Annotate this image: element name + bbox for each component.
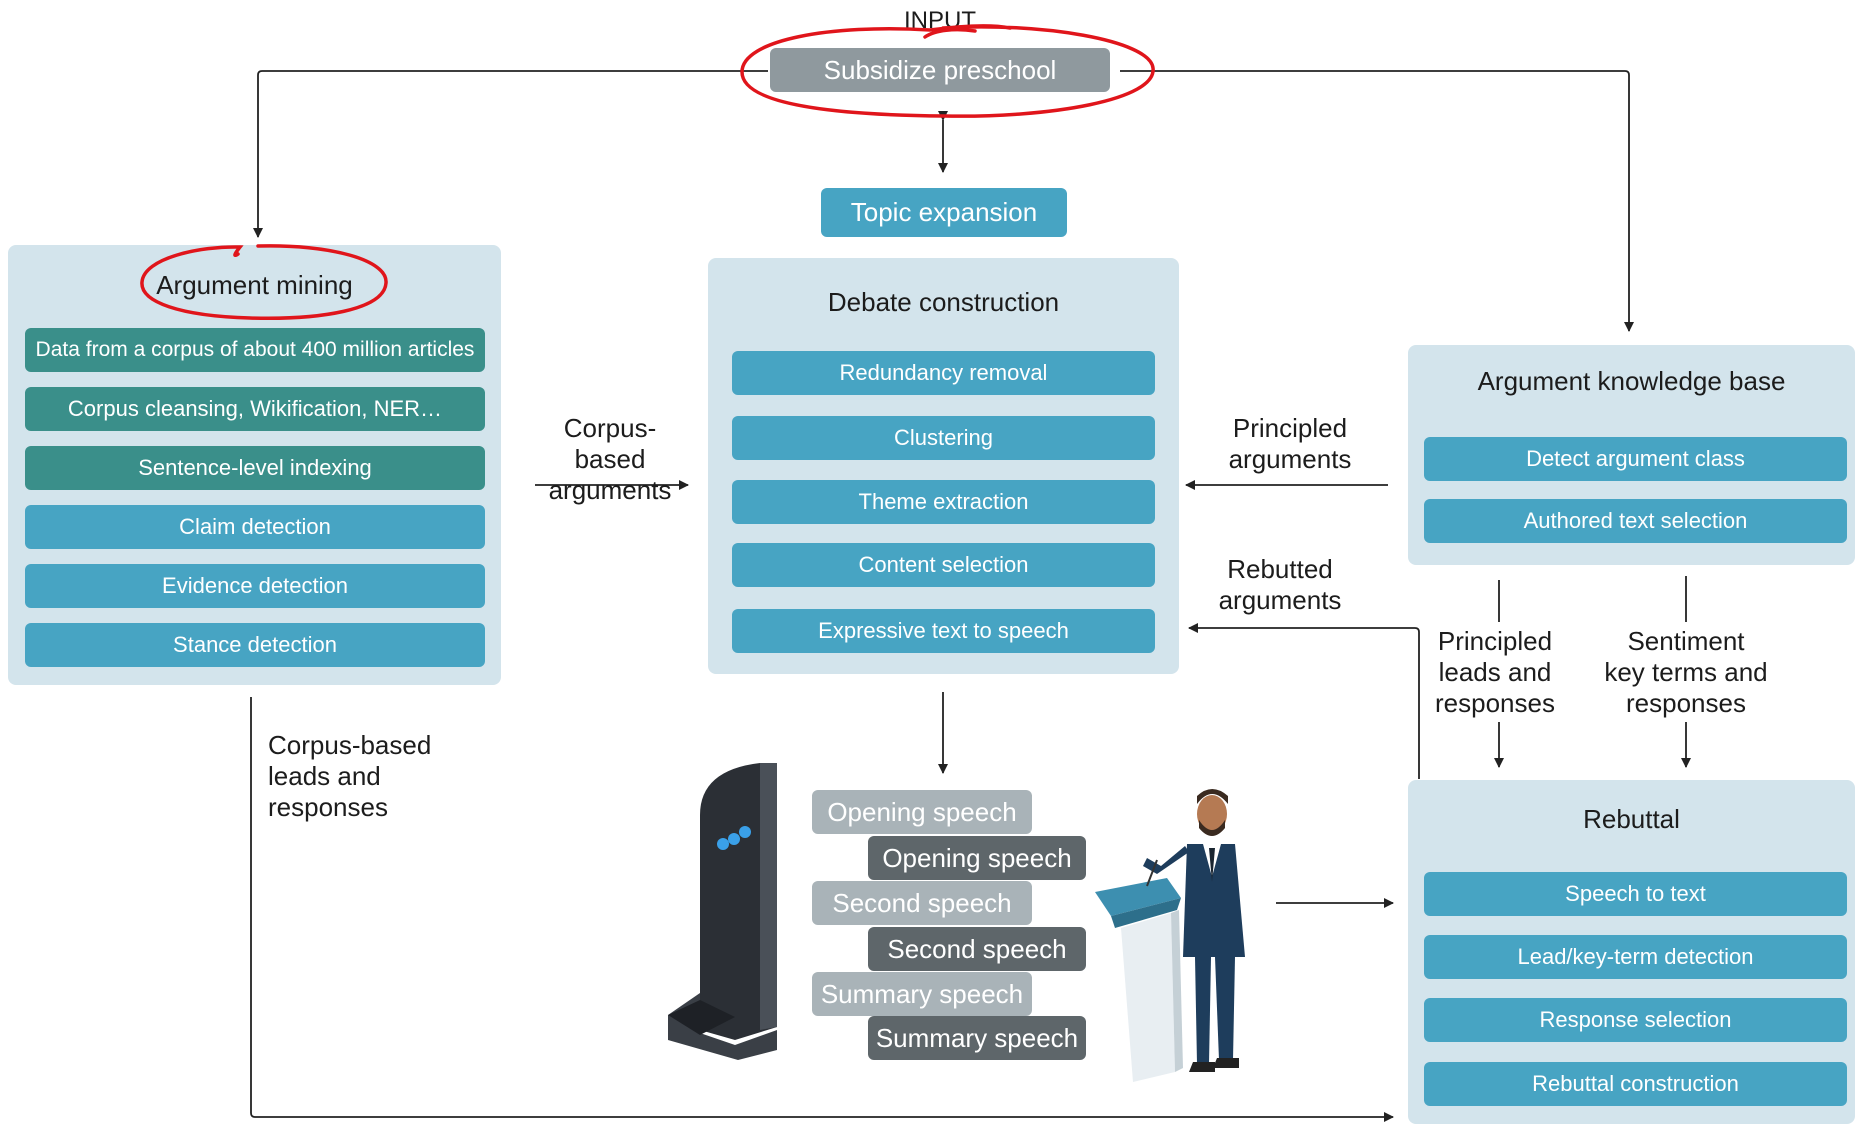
annotation-circle-input <box>740 24 1155 118</box>
topic-expansion-box[interactable]: Topic expansion <box>821 188 1067 237</box>
kb-item-authored-text[interactable]: Authored text selection <box>1424 499 1847 543</box>
rebuttal-title: Rebuttal <box>1583 804 1680 834</box>
debate-item-tts[interactable]: Expressive text to speech <box>732 609 1155 653</box>
rebuttal-item-construction[interactable]: Rebuttal construction <box>1424 1062 1847 1106</box>
speech-summary-machine[interactable]: Summary speech <box>812 972 1032 1016</box>
rebuttal-item-stt[interactable]: Speech to text <box>1424 872 1847 916</box>
speech-opening-human[interactable]: Opening speech <box>868 836 1086 880</box>
mining-item-corpus[interactable]: Data from a corpus of about 400 million … <box>25 328 485 372</box>
speech-second-human[interactable]: Second speech <box>868 927 1086 971</box>
arrow-input-to-mining <box>253 70 768 238</box>
rebuttal-item-leadkey[interactable]: Lead/key-term detection <box>1424 935 1847 979</box>
input-topic-box[interactable]: Subsidize preschool <box>770 48 1110 92</box>
debate-construction-panel: Debate construction <box>708 258 1179 674</box>
rebuttal-item-response[interactable]: Response selection <box>1424 998 1847 1042</box>
kb-item-detect-class[interactable]: Detect argument class <box>1424 437 1847 481</box>
mining-item-stance[interactable]: Stance detection <box>25 623 485 667</box>
debate-construction-title: Debate construction <box>827 287 1060 317</box>
arrow-rebutted-arguments <box>1188 623 1420 779</box>
annotation-circle-argument-mining <box>140 244 388 320</box>
argument-mining-title: Argument mining <box>156 270 353 300</box>
annotation-underline-input <box>923 27 977 39</box>
arrow-input-to-kb <box>1120 70 1634 332</box>
knowledge-base-title: Argument knowledge base <box>1477 366 1786 396</box>
speech-opening-machine[interactable]: Opening speech <box>812 790 1032 834</box>
debater-robot-icon <box>668 763 777 1060</box>
debate-item-content[interactable]: Content selection <box>732 543 1155 587</box>
label-principled-leads: Principled leads and responses <box>1435 626 1555 718</box>
mining-item-evidence[interactable]: Evidence detection <box>25 564 485 608</box>
debate-item-clustering[interactable]: Clustering <box>732 416 1155 460</box>
human-debater-icon <box>1095 789 1245 1082</box>
speech-summary-human[interactable]: Summary speech <box>868 1016 1086 1060</box>
debate-item-theme[interactable]: Theme extraction <box>732 480 1155 524</box>
debate-item-redundancy[interactable]: Redundancy removal <box>732 351 1155 395</box>
label-sentiment-terms: Sentiment key terms and responses <box>1604 626 1768 718</box>
label-principled-arguments: Principled arguments <box>1228 413 1352 474</box>
speech-second-machine[interactable]: Second speech <box>812 881 1032 925</box>
label-rebutted-arguments: Rebutted arguments <box>1218 554 1342 615</box>
label-corpus-leads: Corpus-based leads and responses <box>268 730 432 822</box>
label-corpus-based-arguments: Corpus-based arguments <box>548 413 672 505</box>
mining-item-claim[interactable]: Claim detection <box>25 505 485 549</box>
mining-item-indexing[interactable]: Sentence-level indexing <box>25 446 485 490</box>
arrow-corpus-leads <box>250 697 1394 1122</box>
mining-item-cleansing[interactable]: Corpus cleansing, Wikification, NER… <box>25 387 485 431</box>
